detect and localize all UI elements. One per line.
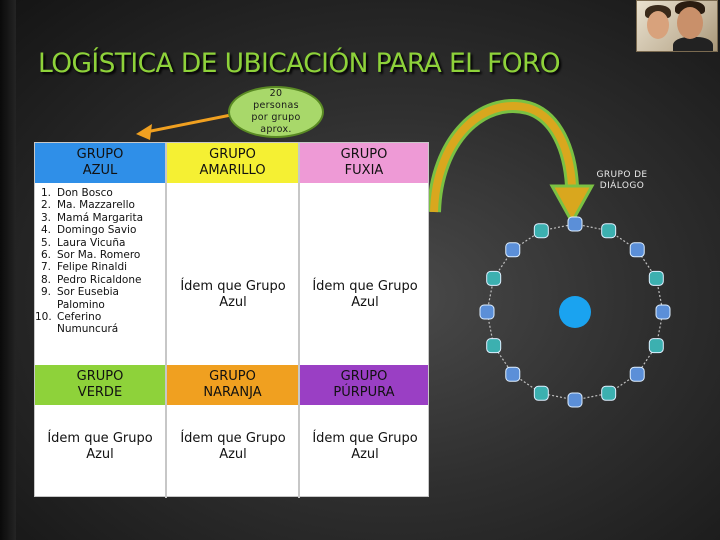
dialog-circle [479,216,671,408]
page-title: LOGÍSTICA DE UBICACIÓN PARA EL FORO [38,48,561,79]
list-item: 7.Felipe Rinaldi [40,261,128,274]
header-grupo-amarillo: GRUPO AMARILLO [167,143,298,183]
idem-verde: Ídem que Grupo Azul [47,431,153,462]
list-item: 5.Laura Vicuña [40,236,126,249]
seat-icon [505,242,521,258]
circle-connector [486,223,664,401]
groups-table: GRUPO AZUL GRUPO AMARILLO GRUPO FUXIA 1.… [34,142,429,498]
seat-icon [486,270,502,286]
bubble-line: personas [253,100,299,111]
idem-purpura: Ídem que Grupo Azul [312,431,418,462]
seat-icon [655,304,671,320]
header-grupo-azul: GRUPO AZUL [35,143,165,183]
list-item: 1.Don Bosco [40,187,113,199]
dialog-group-label: GRUPO DE DIÁLOGO [596,170,648,191]
seat-icon [533,223,549,239]
center-seat-icon [559,296,591,328]
seat-icon [601,223,617,239]
list-item: 8.Pedro Ricaldone [40,273,142,286]
list-item: 4.Domingo Savio [40,224,137,237]
seat-icon [629,242,645,258]
header-grupo-verde: GRUPO VERDE [35,365,165,405]
idem-naranja: Ídem que Grupo Azul [180,431,286,462]
seat-icon [533,385,549,401]
orange-arrow [136,112,237,140]
list-item: 9.Sor Eusebia Palomino [40,286,119,311]
seat-icon [648,270,664,286]
seat-icon [648,338,664,354]
header-photo [636,0,718,52]
group-size-bubble: 20 personas por grupo aprox. [228,86,324,138]
seat-icon [567,392,583,408]
bubble-line: 20 [269,88,283,99]
azul-member-list: 1.Don Bosco 2.Ma. Mazzarello 3.Mamá Marg… [35,187,165,363]
seat-icon [505,366,521,382]
seat-icon [567,216,583,232]
header-grupo-fuxia: GRUPO FUXIA [300,143,428,183]
header-grupo-naranja: GRUPO NARANJA [167,365,298,405]
list-item: 6.Sor Ma. Romero [40,249,141,262]
bubble-line: por grupo [251,112,301,123]
left-edge-strip [0,0,16,540]
seat-icon [629,366,645,382]
header-grupo-purpura: GRUPO PÚRPURA [300,365,428,405]
curved-arrow-icon [427,99,595,226]
seat-icon [601,385,617,401]
list-item: 2.Ma. Mazzarello [40,199,135,212]
seat-icon [486,338,502,354]
list-item: 10.Ceferino Numuncurá [35,311,119,336]
idem-amarillo: Ídem que Grupo Azul [180,279,286,310]
list-item: 3.Mamá Margarita [40,211,144,224]
seat-icon [479,304,495,320]
bubble-line: aprox. [260,124,292,135]
idem-fuxia: Ídem que Grupo Azul [312,279,418,310]
